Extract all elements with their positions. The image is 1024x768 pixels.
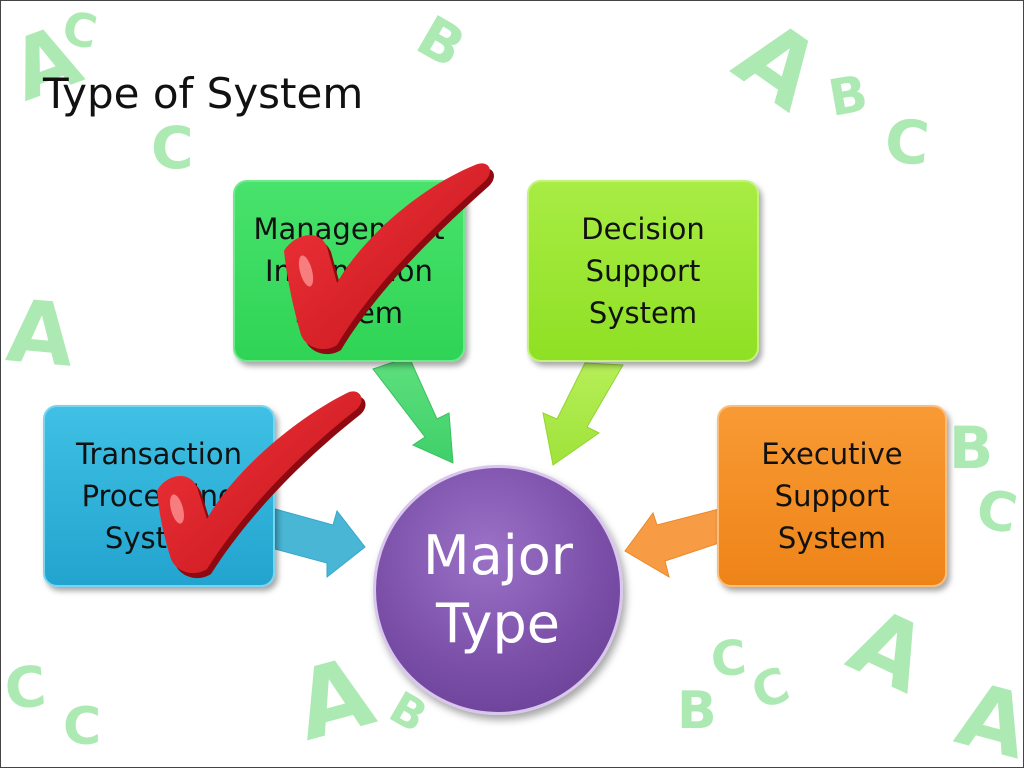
check-tps-icon [157,391,366,579]
box-dss-line1: Decision [581,212,705,246]
bg-letter: B [949,414,994,482]
arrow-dss-to-center [542,362,624,466]
box-ess-line2: Support [774,479,890,513]
box-ess-line3: System [777,521,887,555]
arrow-mis-to-center [372,356,454,464]
box-dss-line3: System [588,296,698,330]
center-line2: Type [435,592,561,655]
center-circle: Major Type [373,465,623,715]
bg-letter: C [63,697,102,757]
box-dss-line2: Support [585,254,701,288]
bg-letter: C [151,114,194,182]
check-mis-icon [284,163,494,355]
box-ess-line1: Executive [761,437,903,471]
box-tps-line1: Transaction [76,437,242,471]
arrow-tps-to-center [274,508,366,579]
box-executive-support-system: Executive Support System [717,405,947,587]
box-decision-support-system: Decision Support System [527,180,759,362]
bg-letter: B [677,681,717,741]
slide-title: Type of System [43,69,364,118]
center-line1: Major [423,524,573,587]
arrow-ess-to-center [624,508,720,579]
